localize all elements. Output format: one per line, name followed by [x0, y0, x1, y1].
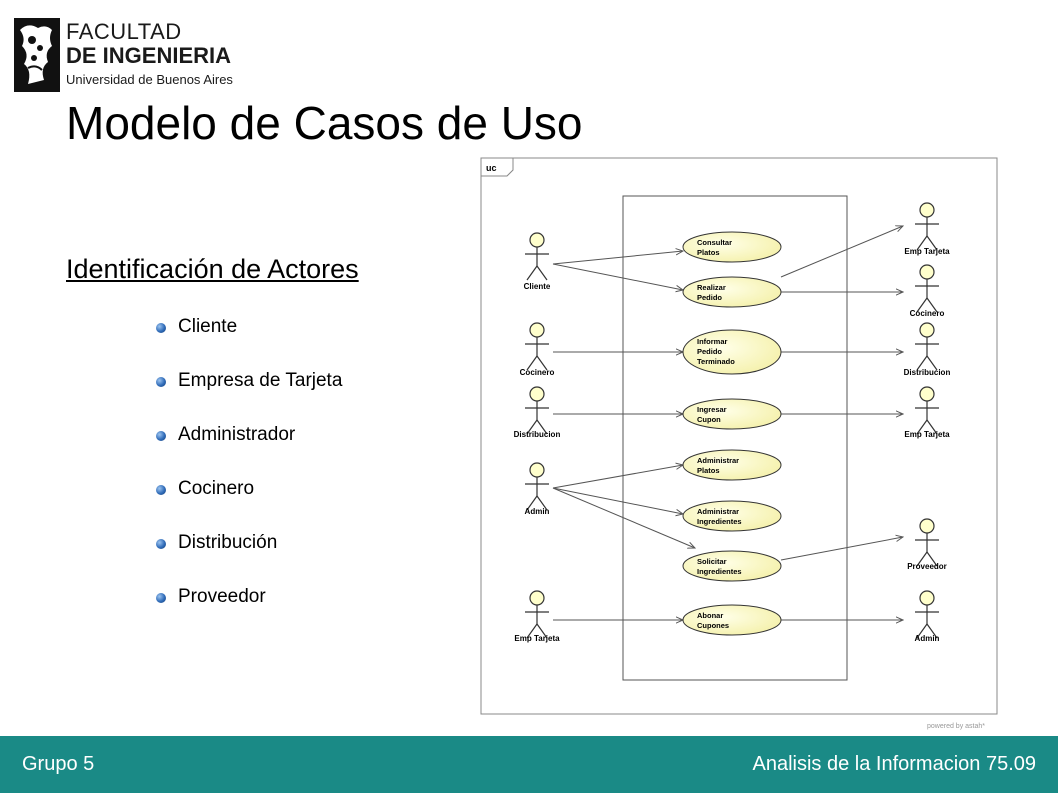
- actor-icon: [525, 232, 549, 281]
- logo-line-1: FACULTAD: [66, 19, 182, 44]
- svg-text:Cupon: Cupon: [697, 415, 721, 424]
- footer-bar: Grupo 5 Analisis de la Informacion 75.09: [0, 736, 1058, 793]
- svg-text:Platos: Platos: [697, 466, 720, 475]
- actor-label: Admin: [915, 634, 940, 643]
- actor-icon: [915, 202, 939, 251]
- svg-text:Ingredientes: Ingredientes: [697, 517, 742, 526]
- svg-text:Abonar: Abonar: [697, 611, 723, 620]
- actor-label: Distribucion: [904, 368, 951, 377]
- svg-text:Solicitar: Solicitar: [697, 557, 727, 566]
- svg-text:Pedido: Pedido: [697, 293, 722, 302]
- section-heading: Identificación de Actores: [66, 254, 359, 284]
- actor-label: Cliente: [524, 282, 551, 291]
- actor-label: Cocinero: [910, 309, 945, 318]
- svg-text:Pedido: Pedido: [697, 347, 722, 356]
- list-item: Distribución: [156, 532, 342, 586]
- use-case-ingresar-cupon: Ingresar Cupon: [682, 398, 782, 430]
- actor-icon: [915, 264, 939, 313]
- use-case-solicitar-ingredientes: Solicitar Ingredientes: [682, 550, 782, 582]
- svg-text:Cupones: Cupones: [697, 621, 729, 630]
- actor-label: Emp Tarjeta: [904, 247, 950, 256]
- svg-text:Consultar: Consultar: [697, 238, 732, 247]
- faculty-logo: FACULTAD DE INGENIERIA Universidad de Bu…: [14, 14, 234, 94]
- system-boundary: [622, 195, 848, 681]
- list-item: Cocinero: [156, 478, 342, 532]
- list-item: Proveedor: [156, 586, 342, 640]
- list-item: Cliente: [156, 316, 342, 370]
- actor-icon: [915, 590, 939, 639]
- bullet-icon: [156, 431, 166, 441]
- actor-icon: [525, 386, 549, 435]
- svg-text:Realizar: Realizar: [697, 283, 726, 292]
- svg-text:Terminado: Terminado: [697, 357, 735, 366]
- use-case-abonar-cupones: Abonar Cupones: [682, 604, 782, 636]
- use-case-diagram: uc Consultar Platos Realizar Pedido Info…: [480, 157, 998, 730]
- frame-label: uc: [486, 163, 497, 173]
- actor-icon: [915, 322, 939, 371]
- footer-course: Analisis de la Informacion 75.09: [752, 753, 1037, 775]
- actor-label: Distribucion: [514, 430, 561, 439]
- svg-text:Platos: Platos: [697, 248, 720, 257]
- actor-label: Proveedor: [907, 562, 947, 571]
- use-case-informar-pedido-terminado: Informar Pedido Terminado: [682, 329, 782, 375]
- actor-label: Admin: [525, 507, 550, 516]
- logo-line-2: DE INGENIERIA: [66, 43, 232, 68]
- bullet-icon: [156, 485, 166, 495]
- faculty-emblem-icon: [14, 18, 60, 92]
- use-case-consultar-platos: Consultar Platos: [682, 231, 782, 263]
- logo-line-3: Universidad de Buenos Aires: [66, 72, 233, 87]
- svg-text:Administrar: Administrar: [697, 507, 739, 516]
- actor-label: Emp Tarjeta: [904, 430, 950, 439]
- bullet-icon: [156, 377, 166, 387]
- actor-label: Cocinero: [520, 368, 555, 377]
- actor-icon: [915, 386, 939, 435]
- frame-label-tab: [480, 157, 514, 177]
- actor-icon: [525, 322, 549, 371]
- actor-icon: [525, 462, 549, 511]
- bullet-icon: [156, 593, 166, 603]
- svg-text:Ingredientes: Ingredientes: [697, 567, 742, 576]
- bullet-icon: [156, 539, 166, 549]
- actor-list: Cliente Empresa de Tarjeta Administrador…: [156, 316, 342, 640]
- footer-group: Grupo 5: [22, 753, 95, 775]
- use-case-administrar-ingredientes: Administrar Ingredientes: [682, 500, 782, 532]
- list-item: Administrador: [156, 424, 342, 478]
- list-item: Empresa de Tarjeta: [156, 370, 342, 424]
- actor-icon: [525, 590, 549, 639]
- bullet-icon: [156, 323, 166, 333]
- use-case-realizar-pedido: Realizar Pedido: [682, 276, 782, 308]
- svg-text:Informar: Informar: [697, 337, 728, 346]
- use-case-administrar-platos: Administrar Platos: [682, 449, 782, 481]
- svg-text:Administrar: Administrar: [697, 456, 739, 465]
- svg-text:Ingresar: Ingresar: [697, 405, 727, 414]
- watermark: powered by astah*: [927, 723, 985, 730]
- page-title: Modelo de Casos de Uso: [66, 97, 583, 149]
- actor-icon: [915, 518, 939, 567]
- actor-label: Emp Tarjeta: [514, 634, 560, 643]
